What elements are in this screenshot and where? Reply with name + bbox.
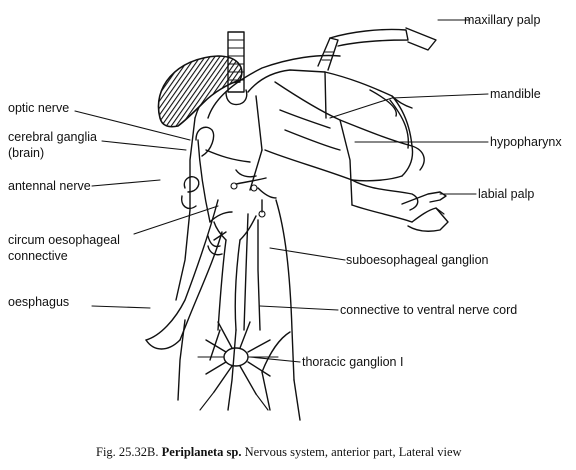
label-labial-palp: labial palp xyxy=(478,187,534,201)
caption-text: Nervous system, anterior part, Lateral v… xyxy=(245,445,462,459)
leader-circum xyxy=(133,205,219,235)
leader-lines xyxy=(74,19,489,363)
oesophagus xyxy=(145,199,223,350)
label-thoracic-ganglion: thoracic ganglion I xyxy=(302,355,403,369)
label-oesphagus: oesphagus xyxy=(8,295,69,309)
leader-antennal-nerve xyxy=(91,179,161,187)
nervous-system xyxy=(181,126,277,331)
label-antennal-nerve: antennal nerve xyxy=(8,179,91,193)
caption-prefix: Fig. 25.32B. xyxy=(96,445,159,459)
leader-cerebral-ganglia xyxy=(101,140,187,151)
leader-connective-ventral xyxy=(259,305,339,311)
label-circum-oesophageal: circum oesophageal xyxy=(8,233,120,247)
label-suboesophageal-ganglion: suboesophageal ganglion xyxy=(346,253,489,267)
labial-palp xyxy=(401,191,449,232)
label-connective: connective xyxy=(8,249,68,263)
leader-oesphagus xyxy=(91,305,151,309)
label-cerebral-ganglia: cerebral ganglia xyxy=(8,130,97,144)
label-connective-ventral: connective to ventral nerve cord xyxy=(340,303,517,317)
antenna xyxy=(225,31,248,106)
label-mandible: mandible xyxy=(490,87,541,101)
caption-genus: Periplaneta sp. xyxy=(162,445,242,459)
ventral-nerve-cord xyxy=(177,199,301,421)
label-optic-nerve: optic nerve xyxy=(8,101,69,115)
label-maxillary-palp: maxillary palp xyxy=(464,13,540,27)
maxillary-palp xyxy=(317,27,437,71)
thoracic-ganglion xyxy=(197,321,279,411)
label-brain: (brain) xyxy=(8,146,44,160)
leader-optic-nerve xyxy=(74,110,191,141)
leader-thoracic xyxy=(249,356,301,363)
leader-suboesophageal xyxy=(269,247,346,261)
figure-caption: Fig. 25.32B. Periplaneta sp. Nervous sys… xyxy=(96,445,462,459)
label-hypopharynx: hypopharynx xyxy=(490,135,562,149)
mouthparts xyxy=(247,69,425,223)
leader-mandible xyxy=(329,93,489,119)
